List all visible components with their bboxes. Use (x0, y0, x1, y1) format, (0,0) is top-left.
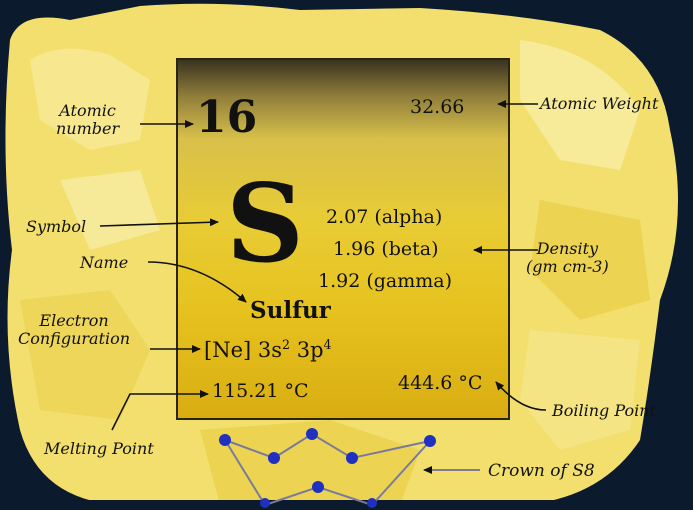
atomic-number-value: 16 (196, 92, 258, 143)
density-beta: 1.96 (beta) (333, 238, 439, 260)
label-atomic-weight: Atomic Weight (540, 94, 659, 113)
label-crown: Crown of S8 (488, 461, 595, 481)
element-symbol: S (226, 161, 304, 287)
atomic-weight-value: 32.66 (410, 96, 465, 118)
label-electron-config: Electron Configuration (18, 312, 130, 348)
melting-point-value: 115.21 °C (212, 380, 309, 402)
econf-mid: 3p (290, 338, 324, 362)
boiling-point-value: 444.6 °C (398, 372, 483, 394)
label-symbol: Symbol (26, 217, 87, 236)
label-atomic-number-line1: Atomic (59, 101, 116, 120)
econf-p-exponent: 4 (323, 337, 332, 352)
density-alpha: 2.07 (alpha) (326, 206, 443, 228)
label-density-line2: (gm cm-3) (526, 257, 609, 276)
label-density-line1: Density (536, 239, 599, 258)
electron-configuration-value: [Ne] 3s2 3p4 (204, 337, 332, 362)
label-name: Name (80, 253, 129, 272)
label-density: Density (gm cm-3) (526, 240, 609, 276)
label-atomic-number: Atomic number (56, 102, 119, 138)
density-gamma: 1.92 (gamma) (318, 270, 453, 292)
label-melting-point: Melting Point (44, 439, 154, 458)
econf-core: [Ne] 3s (204, 338, 283, 362)
econf-s-exponent: 2 (282, 337, 291, 352)
label-boiling-point: Boiling Point (552, 401, 656, 420)
label-electron-config-line1: Electron (39, 311, 109, 330)
label-atomic-number-line2: number (56, 119, 120, 138)
label-electron-config-line2: Configuration (18, 329, 131, 348)
element-tile (176, 58, 510, 420)
element-name: Sulfur (250, 297, 331, 324)
